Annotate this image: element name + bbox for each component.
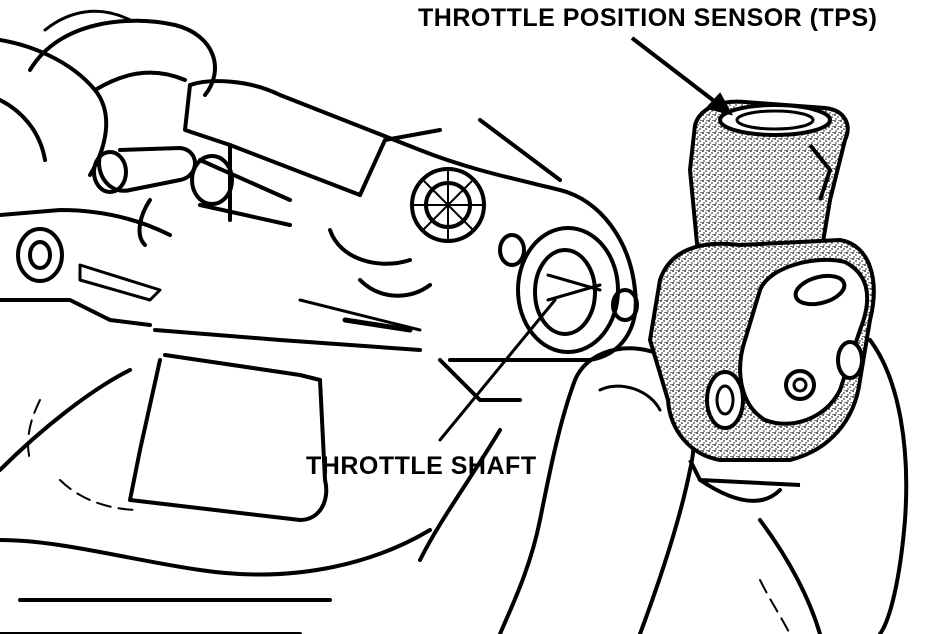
tps-sensor	[648, 99, 876, 487]
throttle-shaft-leader	[438, 298, 557, 442]
lower-hand	[0, 338, 909, 634]
tps-leader-arrow	[630, 36, 733, 116]
tps-label: THROTTLE POSITION SENSOR (TPS)	[418, 4, 878, 32]
upper-left-hand	[0, 9, 217, 177]
throttle-body	[0, 79, 639, 522]
throttle-shaft-label: THROTTLE SHAFT	[306, 452, 537, 480]
